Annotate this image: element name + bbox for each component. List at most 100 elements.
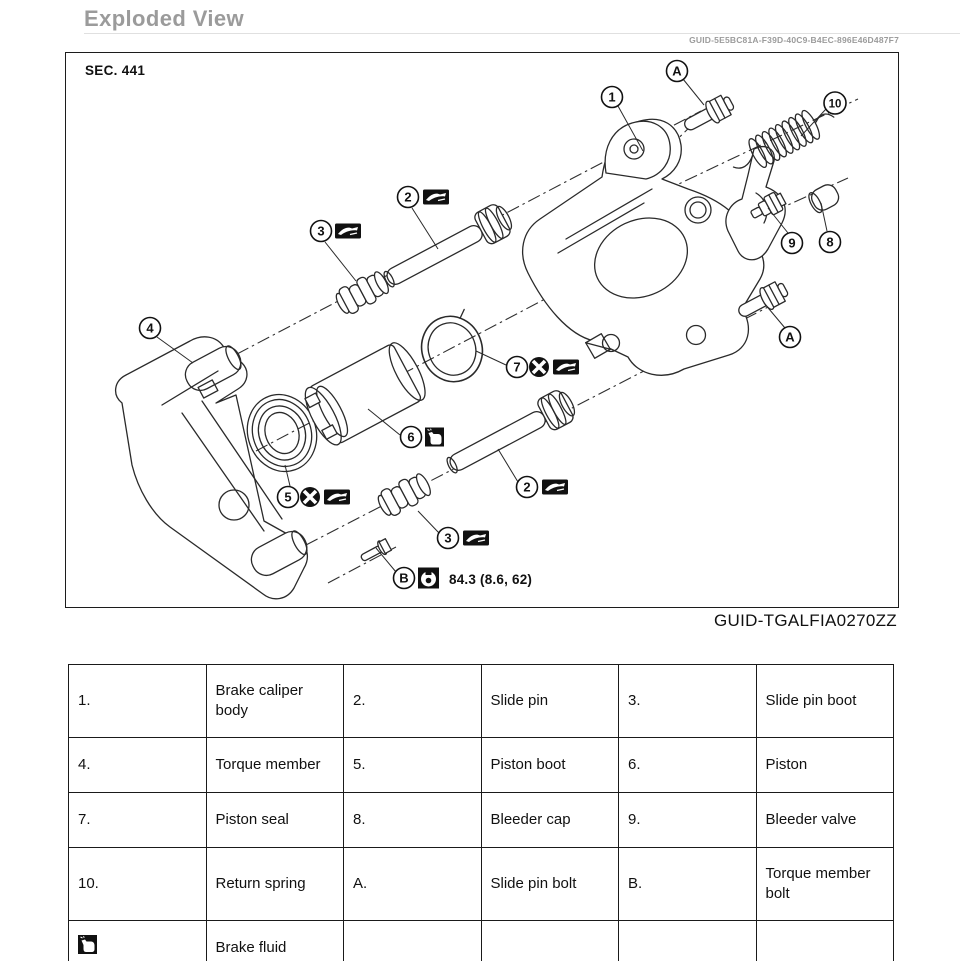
bleeder-cap-drawing	[808, 184, 840, 214]
service-symbols: 84.3 (8.6, 62)	[298, 188, 580, 589]
svg-text:3: 3	[317, 224, 324, 239]
svg-text:2: 2	[404, 190, 411, 205]
part-name: Piston seal	[205, 792, 344, 848]
part-ref: 6.	[618, 737, 757, 793]
figure-caption: GUID-TGALFIA0270ZZ	[714, 611, 897, 630]
grease-icon	[552, 358, 580, 376]
callout-a-upper: A	[665, 59, 689, 83]
callout-1: 1	[600, 85, 624, 109]
callout-2-upper: 2	[396, 185, 420, 209]
svg-text:7: 7	[513, 360, 520, 375]
part-ref: B.	[618, 847, 757, 921]
part-ref: 2.	[343, 664, 482, 738]
part-name	[343, 920, 482, 961]
piston-drawing	[304, 342, 426, 446]
part-name	[755, 920, 894, 961]
callout-b: B	[392, 566, 416, 590]
part-ref-icon-cell	[68, 920, 207, 961]
svg-text:3: 3	[444, 531, 451, 546]
return-spring-drawing	[732, 109, 835, 169]
part-ref: 4.	[68, 737, 207, 793]
part-ref: A.	[343, 847, 482, 921]
part-name: Piston boot	[480, 737, 619, 793]
part-ref: 1.	[68, 664, 207, 738]
callouts: 1 A 10 2 3	[138, 59, 847, 590]
svg-text:5: 5	[284, 490, 291, 505]
grease-icon	[462, 529, 490, 547]
part-name: Torque member	[205, 737, 344, 793]
callout-a-lower: A	[778, 325, 802, 349]
callout-4: 4	[138, 316, 162, 340]
part-ref: 5.	[343, 737, 482, 793]
callout-9: 9	[780, 231, 804, 255]
table-row: Brake fluid	[68, 920, 894, 961]
bleeder-valve-drawing	[750, 192, 787, 219]
parts-table: 1. Brake caliper body 2. Slide pin 3. Sl…	[68, 664, 894, 961]
part-name: Return spring	[205, 847, 344, 921]
callout-7: 7	[505, 355, 529, 379]
slide-pin-bolt-lower-drawing	[738, 281, 789, 317]
piston-seal-drawing	[420, 308, 484, 383]
part-ref: 9.	[618, 792, 757, 848]
part-name	[480, 920, 619, 961]
part-name: Brake fluid	[205, 920, 344, 961]
callout-10: 10	[823, 91, 847, 115]
part-name: Brake caliper body	[205, 664, 344, 738]
table-row: 7. Piston seal 8. Bleeder cap 9. Bleeder…	[68, 792, 894, 848]
part-name: Slide pin bolt	[480, 847, 619, 921]
brake-fluid-icon	[424, 427, 445, 447]
svg-text:B: B	[399, 571, 408, 586]
exploded-view-drawing: 1 A 10 2 3	[115, 59, 859, 600]
callout-leader-lines	[156, 78, 828, 573]
part-name: Piston	[755, 737, 894, 793]
grease-icon	[541, 478, 569, 496]
part-ref: 8.	[343, 792, 482, 848]
svg-text:6: 6	[407, 430, 414, 445]
table-row: 4. Torque member 5. Piston boot 6. Pisto…	[68, 737, 894, 793]
table-row: 1. Brake caliper body 2. Slide pin 3. Sl…	[68, 664, 894, 738]
do-not-reuse-icon	[527, 355, 551, 379]
callout-2-lower: 2	[515, 475, 539, 499]
callout-5: 5	[276, 485, 300, 509]
slide-pin-bolt-upper-drawing	[684, 94, 735, 131]
slide-pin-boot-upper-drawing	[335, 271, 389, 314]
page-title: Exploded View	[84, 6, 245, 31]
slide-pin-upper-drawing	[383, 204, 513, 288]
callout-3-upper: 3	[309, 219, 333, 243]
callout-3-lower: 3	[436, 526, 460, 550]
part-ref: 10.	[68, 847, 207, 921]
part-ref: 3.	[618, 664, 757, 738]
brake-fluid-icon	[78, 935, 97, 955]
svg-text:2: 2	[523, 480, 530, 495]
brake-caliper-body-drawing	[522, 118, 765, 376]
callout-8: 8	[818, 230, 842, 254]
title-divider	[84, 33, 960, 34]
section-label: SEC. 441	[85, 63, 146, 78]
grease-icon	[334, 222, 362, 240]
svg-text:10: 10	[829, 99, 842, 111]
torque-spec: 84.3 (8.6, 62)	[449, 572, 532, 587]
table-row: 10. Return spring A. Slide pin bolt B. T…	[68, 847, 894, 921]
grease-icon	[323, 488, 351, 506]
callout-6: 6	[399, 425, 423, 449]
svg-text:A: A	[785, 330, 795, 345]
svg-text:8: 8	[826, 235, 833, 250]
document-guid: GUID-5E5BC81A-F39D-40C9-B4EC-896E46D487F…	[689, 35, 899, 45]
torque-icon	[418, 567, 439, 589]
part-name: Slide pin	[480, 664, 619, 738]
torque-member-bolt-drawing	[360, 538, 393, 562]
part-ref: 7.	[68, 792, 207, 848]
part-name: Bleeder valve	[755, 792, 894, 848]
slide-pin-lower-drawing	[446, 390, 576, 474]
part-name	[618, 920, 757, 961]
part-name: Slide pin boot	[755, 664, 894, 738]
part-name: Bleeder cap	[480, 792, 619, 848]
grease-icon	[422, 188, 450, 206]
slide-pin-boot-lower-drawing	[377, 473, 431, 516]
part-name: Torque member bolt	[755, 847, 894, 921]
svg-text:A: A	[672, 64, 682, 79]
torque-member-drawing	[115, 336, 309, 600]
do-not-reuse-icon	[298, 485, 322, 509]
svg-text:4: 4	[146, 321, 154, 336]
